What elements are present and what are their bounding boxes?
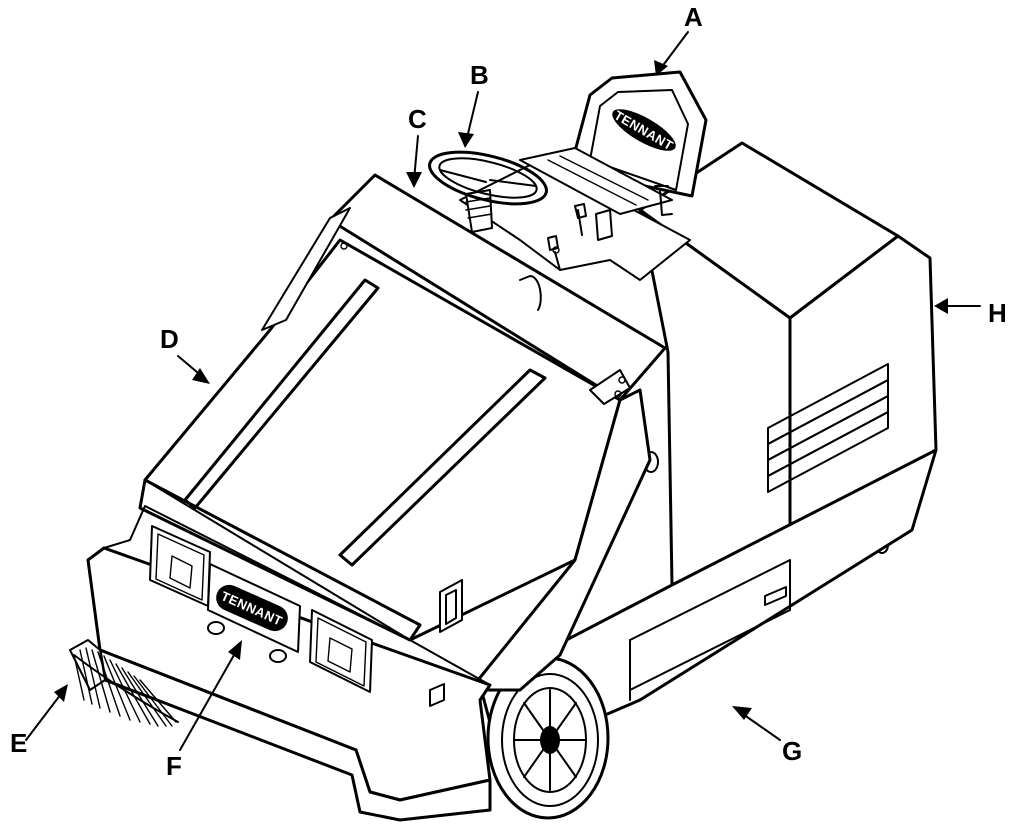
rear-wheel — [486, 656, 610, 820]
callout-label-e: E — [10, 728, 27, 758]
callout-label-d: D — [160, 324, 179, 354]
callout-b: B — [458, 60, 489, 148]
callout-g: G — [732, 706, 802, 766]
operator-area: TENNANT — [428, 70, 708, 281]
callout-label-a: A — [684, 2, 703, 32]
callout-e: E — [10, 684, 68, 758]
front-panel: TENNANT — [149, 525, 373, 693]
callout-label-g: G — [782, 736, 802, 766]
engine-cover — [638, 141, 938, 587]
callout-a: A — [654, 2, 703, 76]
callouts: A B C D E F — [10, 2, 1007, 781]
callout-d: D — [160, 324, 210, 384]
front-bumper — [86, 505, 492, 822]
callout-c: C — [406, 104, 427, 188]
brush-bristles-icon — [73, 647, 179, 727]
callout-f: F — [166, 640, 242, 781]
side-brush — [69, 639, 179, 727]
callout-label-b: B — [470, 60, 489, 90]
vent-louvers-icon — [767, 363, 889, 493]
callout-label-h: H — [988, 298, 1007, 328]
callout-h: H — [934, 298, 1007, 328]
callout-label-c: C — [408, 104, 427, 134]
callout-label-f: F — [166, 751, 182, 781]
